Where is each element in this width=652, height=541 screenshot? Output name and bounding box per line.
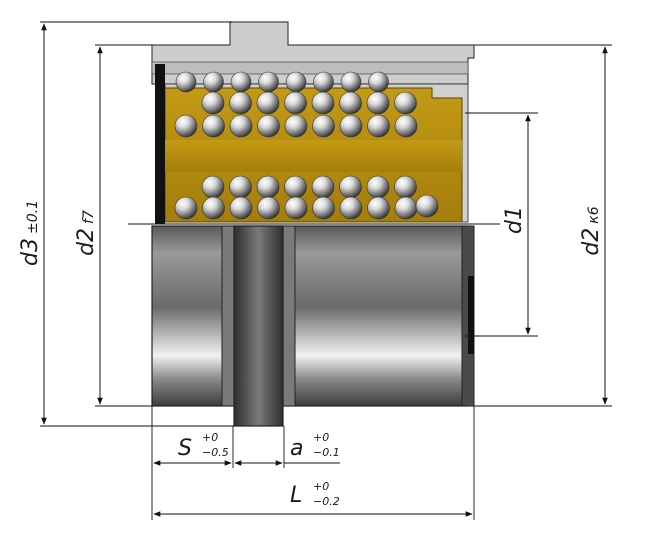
svg-text:−0.5: −0.5 [202,446,229,459]
bearing-ball [229,196,253,220]
bearing-ball [201,175,225,199]
bearing-ball [339,114,363,138]
bearing-ball [284,114,308,138]
bearing-ball [174,114,198,138]
bearing-ball [340,71,362,93]
bearing-ball [367,114,390,138]
bearing-ball [368,71,389,93]
bearing-ball [230,71,252,93]
svg-text:−0.2: −0.2 [313,495,340,508]
bearing-ball [202,114,225,138]
d2-left-label: d2f7 [74,210,99,256]
bearing-ball [257,114,280,138]
bearing-ball [313,71,334,93]
svg-text:+0: +0 [313,431,329,444]
bearing-ball [284,91,307,115]
bearing-ball [366,175,390,199]
bearing-ball [229,91,252,115]
d2-right-label: d2к6 [579,206,604,255]
bearing-ball [366,91,390,115]
svg-text:L: L [290,483,302,508]
svg-text:+0: +0 [202,431,218,444]
a-label: a +0 −0.1 [290,431,340,461]
bearing-ball [394,196,418,220]
bearing-ball [256,175,280,199]
bearing-ball [284,196,308,220]
bearing-ball [312,196,335,220]
svg-text:−0.1: −0.1 [313,446,340,459]
bearing-ball [367,196,390,220]
bearing-ball [229,175,252,199]
bearing-ball [394,175,417,199]
svg-text:a: a [290,436,303,461]
svg-text:d2f7: d2f7 [74,210,99,256]
bearing-ball [311,175,335,199]
bearing-ball [285,71,307,93]
bearing-ball [394,114,418,138]
bearing-ball [203,71,224,93]
ball-set [174,71,439,220]
bearing-ball [229,114,253,138]
end-seal [155,64,165,224]
extension-lines [40,21,612,520]
bearing-ball [257,196,280,220]
svg-text:+0: +0 [313,480,329,493]
svg-text:S: S [178,436,192,461]
bearing-ball [258,71,279,93]
s-label: S +0 −0.5 [178,431,229,461]
d3-label: d3±0.1 [18,200,43,266]
bearing-ball [284,175,307,199]
retaining-groove [221,225,296,427]
bearing-ball [202,196,225,220]
bearing-ball [312,114,335,138]
svg-text:d2к6: d2к6 [579,206,604,255]
bearing-ball [174,196,198,220]
bearing-ball [201,91,225,115]
bearing-ball [415,194,439,218]
svg-text:d1: d1 [502,206,527,234]
dimension-lines [41,23,608,517]
bearing-ball [339,91,362,115]
d1-label: d1 [502,206,527,234]
svg-text:d3±0.1: d3±0.1 [18,200,43,266]
bearing-ball [339,196,363,220]
bearing-ball [256,91,280,115]
bearing-ball [311,91,335,115]
l-label: L +0 −0.2 [290,480,340,508]
bearing-ball [175,71,197,93]
outer-sleeve [151,225,475,407]
bearing-ball [339,175,362,199]
bearing-ball [394,91,417,115]
